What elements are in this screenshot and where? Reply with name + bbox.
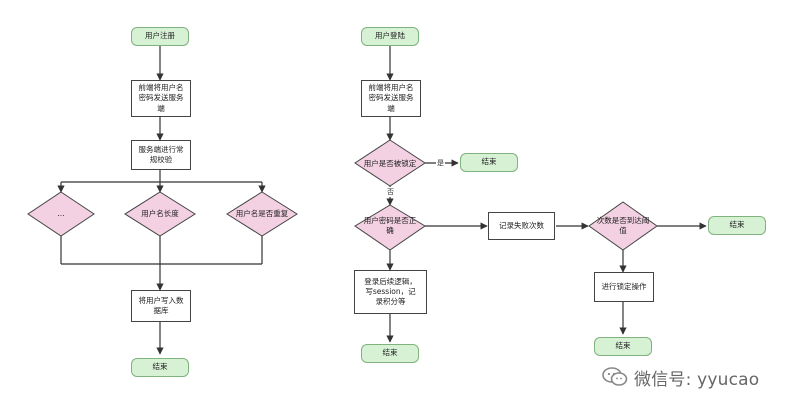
watermark: 微信号: yyucao — [602, 360, 792, 394]
label-no: 否 — [386, 187, 395, 197]
watermark-text: 微信号: yyucao — [634, 369, 760, 390]
node-record-fail: 记录失败次数 — [488, 212, 555, 240]
decision-duplicate-label: 用户名是否重复 — [235, 209, 289, 219]
decision-diamond-a — [27, 191, 95, 237]
decision-diamond-duplicate — [226, 191, 298, 237]
decision-diamond-locked — [354, 139, 426, 187]
node-locked-end: 结束 — [460, 153, 518, 172]
node-login-start: 用户登陆 — [361, 27, 419, 46]
decision-diamond-password — [354, 204, 426, 251]
right-flow-connectors — [386, 46, 707, 343]
node-login-logic: 登录后续逻辑， 写session，记 录积分等 — [354, 270, 427, 314]
node-lock-end: 结束 — [594, 337, 652, 356]
node-login-send: 前端将用户名 密码发送服务 端 — [361, 80, 421, 117]
decision-diamond-length — [124, 191, 196, 237]
node-login-end: 结束 — [361, 344, 419, 363]
left-flow-connectors — [57, 46, 266, 355]
decision-diamond-limit — [588, 201, 658, 251]
decision-locked-label: 用户是否被锁定 — [363, 159, 417, 169]
node-lock-action: 进行锁定操作 — [594, 272, 654, 302]
wechat-icon — [602, 367, 628, 386]
node-register-end: 结束 — [131, 358, 189, 377]
node-register-send: 前端将用户名 密码发送服务 端 — [131, 80, 191, 117]
node-write-db: 将用户写入数 据库 — [131, 290, 191, 322]
decision-password-label: 用户密码是否正 确 — [363, 216, 417, 235]
decision-limit-label: 次数是否到达阈 值 — [596, 216, 650, 235]
decision-length-label: 用户名长度 — [141, 209, 179, 219]
label-yes: 是 — [436, 158, 445, 168]
decision-a-label: ... — [57, 209, 65, 219]
node-register-start: 用户注册 — [131, 27, 189, 46]
node-limit-end: 结束 — [708, 216, 766, 235]
node-register-validate: 服务端进行常 规校验 — [131, 140, 191, 170]
